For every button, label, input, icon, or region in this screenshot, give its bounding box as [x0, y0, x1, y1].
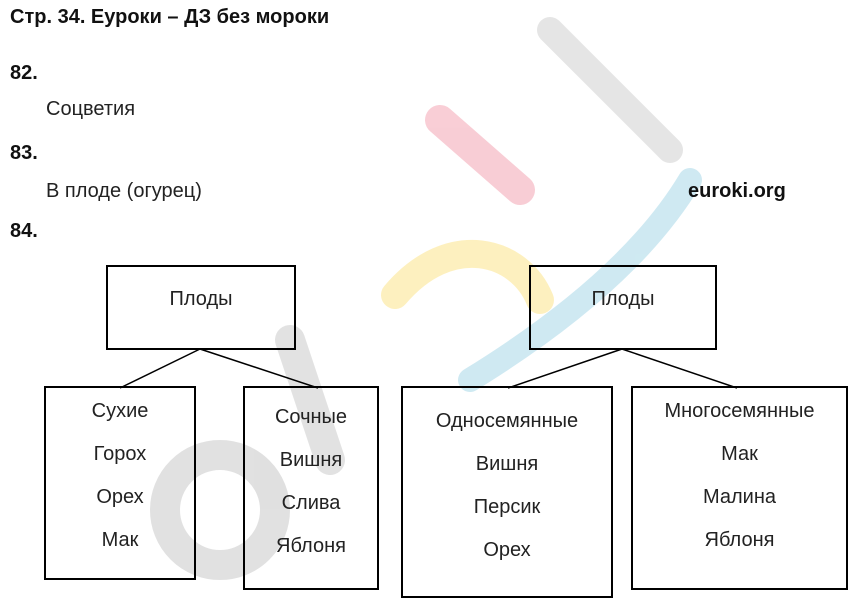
right-single-seed-box: Односемянные Вишня Персик Орех — [401, 386, 613, 598]
dry-item: Мак — [101, 529, 139, 551]
dry-item: Орех — [96, 486, 144, 508]
single-seed-title: Односемянные — [435, 410, 579, 432]
connector-left-2 — [199, 348, 319, 389]
page-title: Стр. 34. Еуроки – ДЗ без мороки — [10, 6, 330, 28]
dry-item: Горох — [93, 443, 147, 465]
answer-83: В плоде (огурец) — [46, 180, 202, 202]
watermark-arc-pink — [425, 105, 535, 205]
connector-right-2 — [621, 348, 738, 389]
left-root-label: Плоды — [169, 288, 233, 310]
juicy-title: Сочные — [274, 406, 348, 428]
answer-82: Соцветия — [46, 98, 136, 120]
left-root-box: Плоды — [106, 265, 296, 350]
dry-title: Сухие — [91, 400, 149, 422]
multi-seed-item: Яблоня — [704, 529, 775, 551]
site-label: euroki.org — [688, 180, 786, 202]
right-root-box: Плоды — [529, 265, 717, 350]
multi-seed-title: Многосемянные — [664, 400, 815, 422]
watermark-arc-blue — [458, 168, 702, 392]
single-seed-item: Орех — [483, 539, 531, 561]
watermark-letter-stroke — [275, 325, 345, 475]
juicy-item: Яблоня — [276, 535, 346, 557]
question-number-83: 83. — [10, 142, 38, 164]
multi-seed-item: Мак — [721, 443, 758, 465]
left-juicy-box: Сочные Вишня Слива Яблоня — [243, 386, 379, 590]
watermark-arc-gray — [537, 17, 683, 163]
single-seed-item: Вишня — [475, 453, 539, 475]
watermark-letter-gray — [150, 440, 290, 580]
connector-left-1 — [119, 348, 201, 389]
multi-seed-item: Малина — [702, 486, 777, 508]
question-number-84: 84. — [10, 220, 38, 242]
connector-right-1 — [507, 348, 623, 389]
question-number-82: 82. — [10, 62, 38, 84]
juicy-item: Вишня — [279, 449, 343, 471]
juicy-item: Слива — [281, 492, 341, 514]
left-dry-box: Сухие Горох Орех Мак — [44, 386, 196, 580]
right-root-label: Плоды — [591, 288, 655, 310]
single-seed-item: Персик — [473, 496, 541, 518]
right-multi-seed-box: Многосемянные Мак Малина Яблоня — [631, 386, 848, 590]
